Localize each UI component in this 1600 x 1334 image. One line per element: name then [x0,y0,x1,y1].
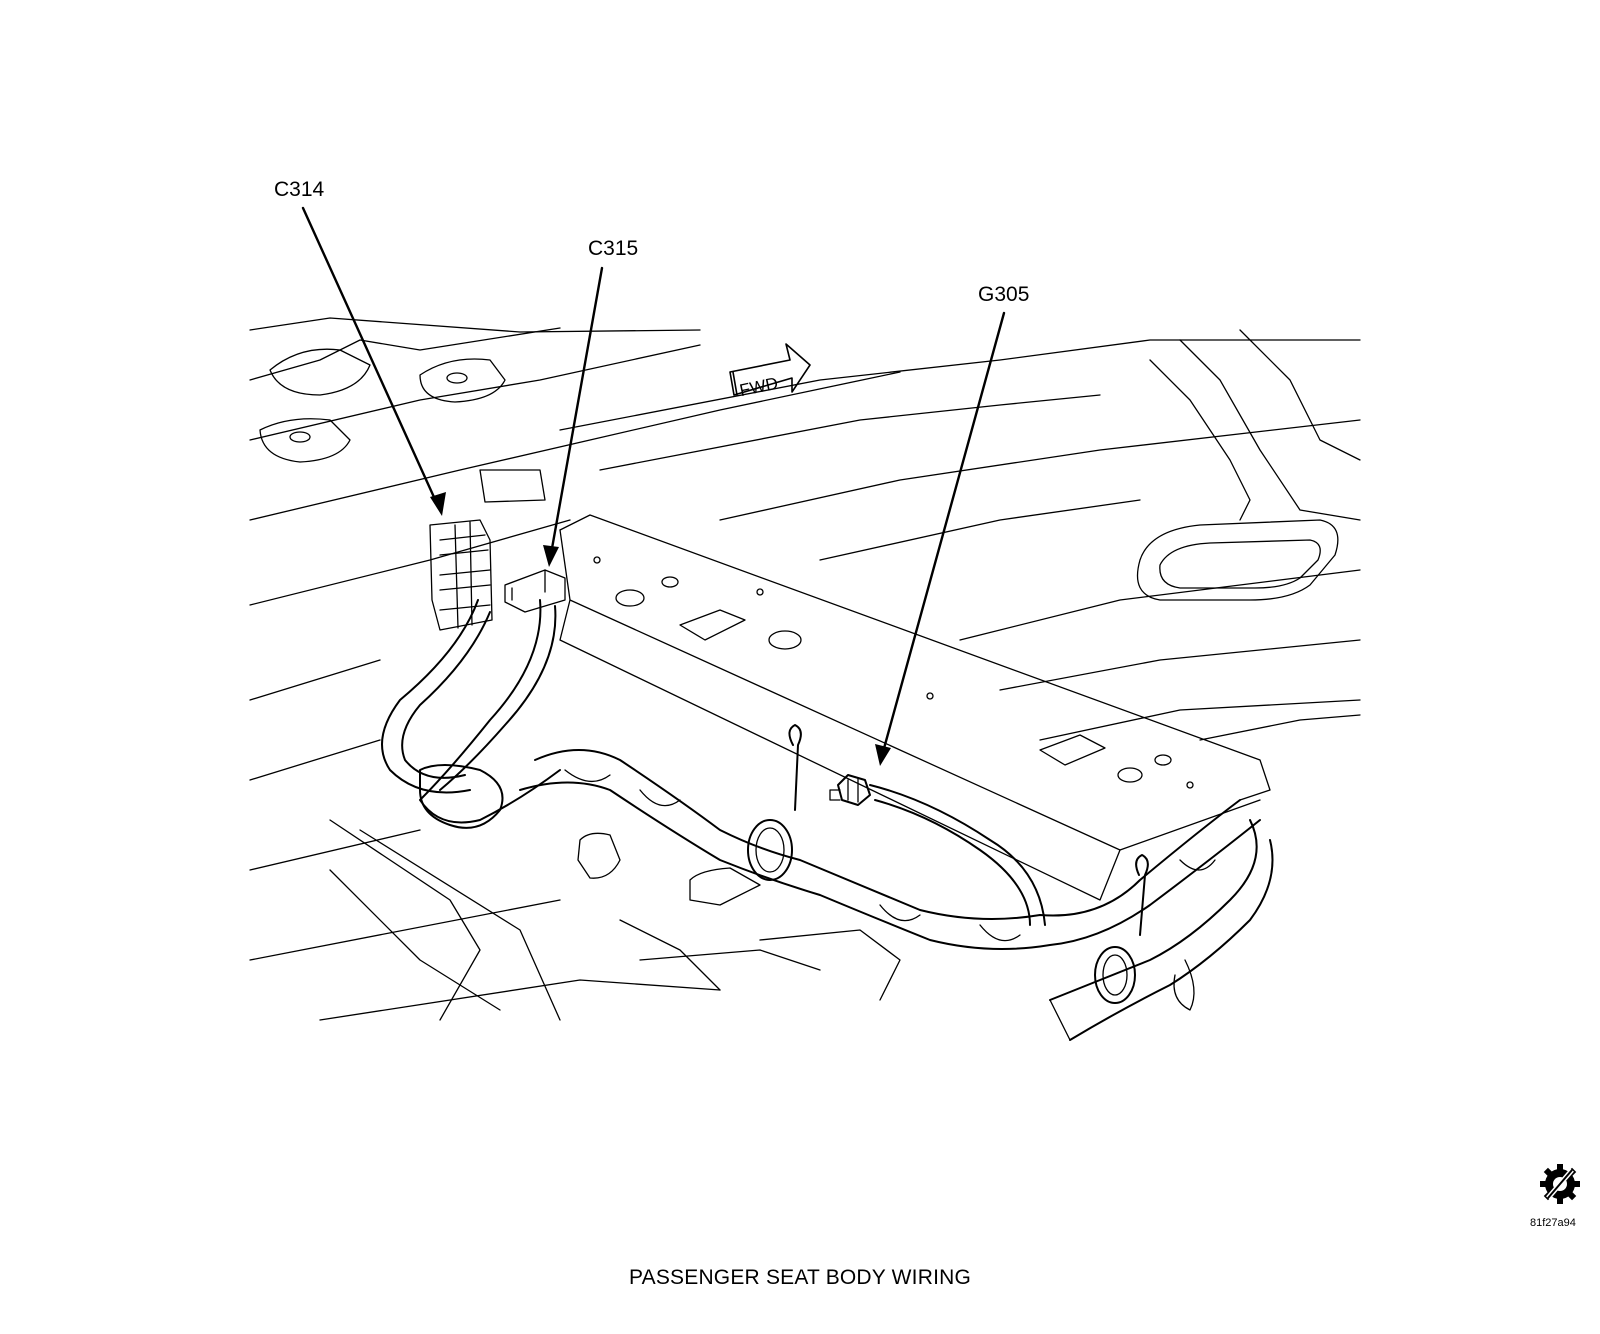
callout-g305: G305 [978,283,1030,306]
fwd-arrow-icon: FWD [729,343,811,401]
diagram-caption: PASSENGER SEAT BODY WIRING [628,1266,972,1289]
connector-c315 [504,569,566,613]
gear-slash-icon [1540,1164,1580,1204]
harness-clips [747,724,1149,1004]
figure-id: 81f27a94 [1530,1217,1576,1229]
fwd-label: FWD [738,374,780,401]
ground-g305 [829,774,871,806]
arrowhead-c314 [430,492,446,516]
callout-c314: C314 [274,178,325,201]
leader-lines [301,206,1006,754]
floor-pan-outline [249,317,1361,1021]
seat-crossmember [559,514,1271,901]
arrowhead-g305 [875,744,891,766]
arrowhead-c315 [543,545,559,567]
callout-c315: C315 [588,237,639,260]
wire-harness [381,599,1274,1041]
connector-c314 [429,519,493,631]
